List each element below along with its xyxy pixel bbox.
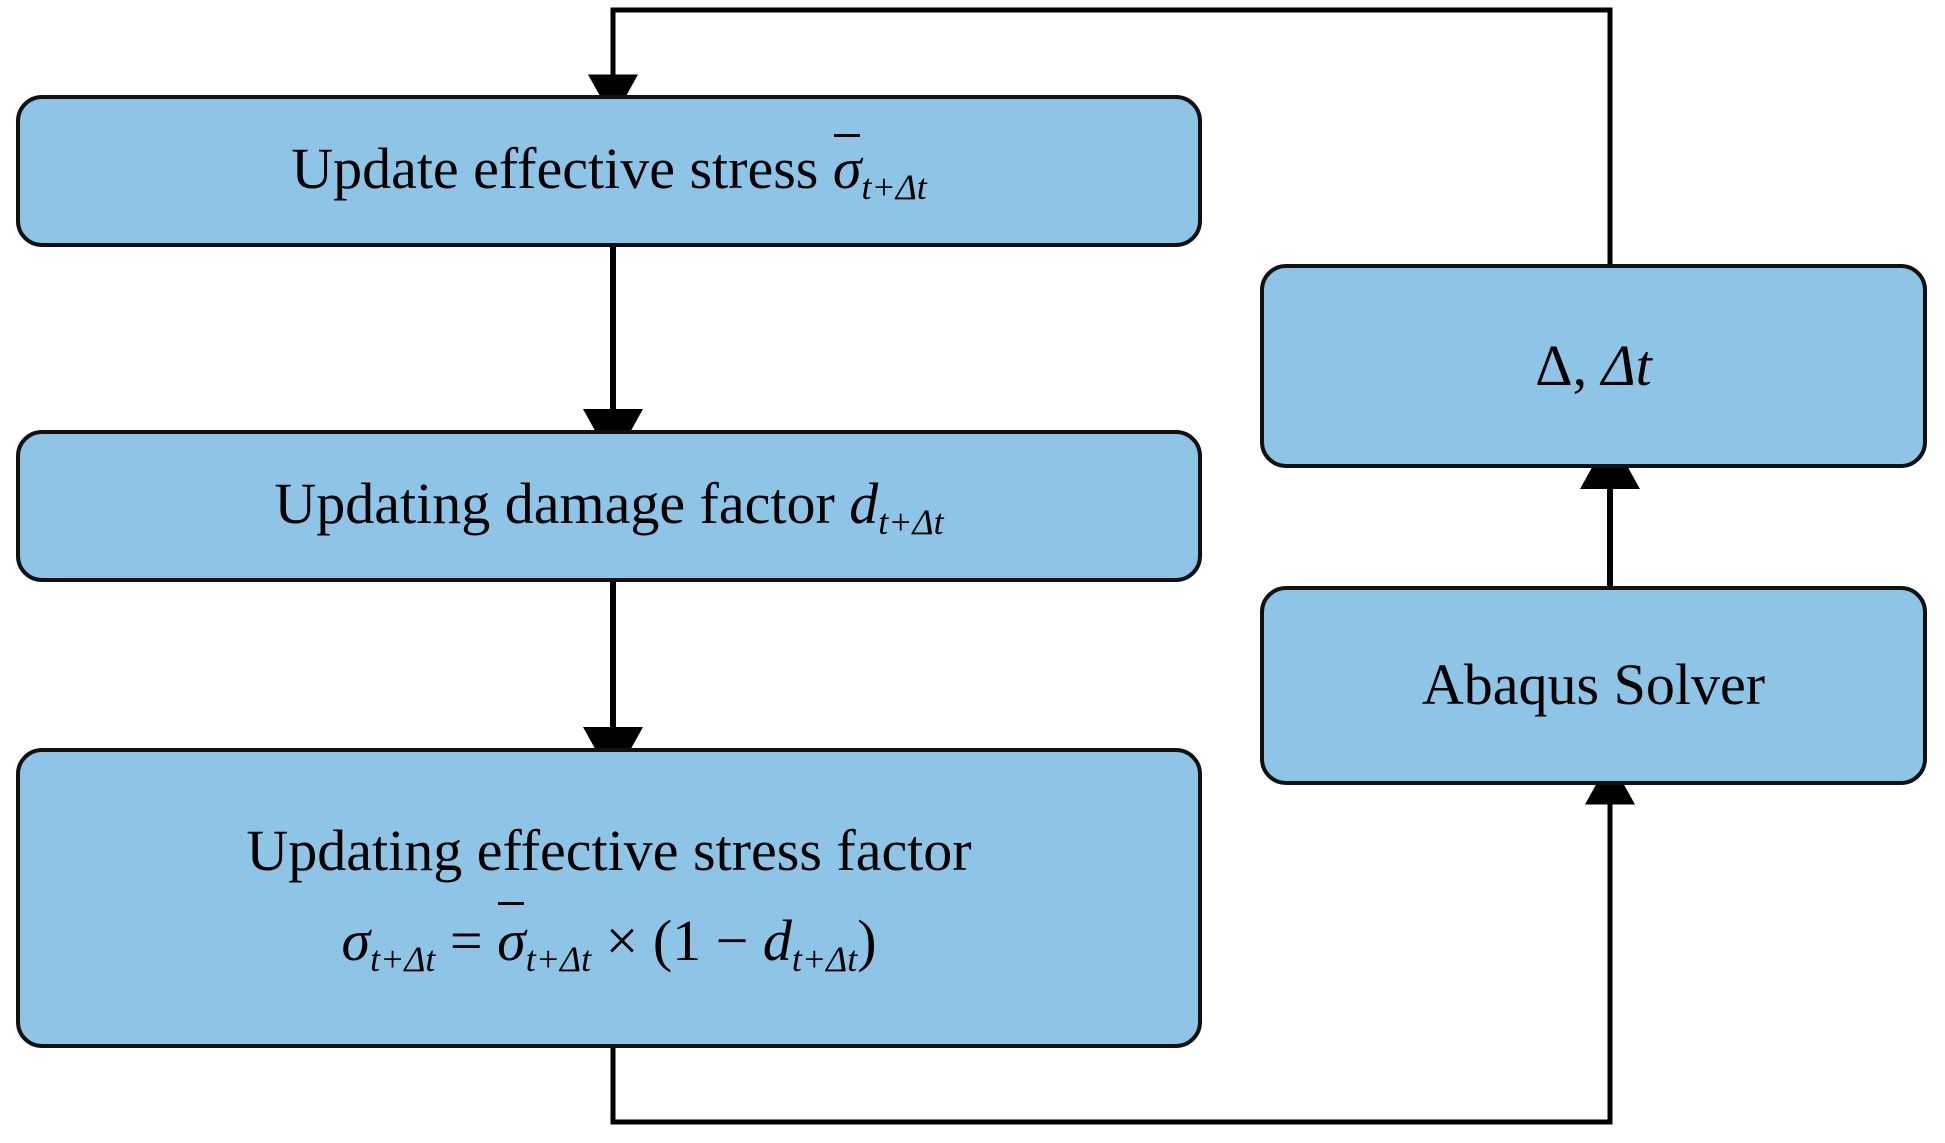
lhs-sigma: σ [341, 908, 371, 974]
comma-separator: , [1572, 332, 1588, 398]
lhs-subscript: t+Δt [370, 939, 436, 980]
equals-sign: = [449, 908, 483, 974]
times-sign: × [605, 908, 639, 974]
node-updating-effective-stress-factor[interactable]: Updating effective stress factor σt+Δt =… [16, 748, 1202, 1048]
node-text-plain: Update effective stress [291, 135, 819, 201]
close-paren: ) [857, 908, 877, 974]
damage-subscript: t+Δt [878, 501, 944, 542]
node-delta-dt[interactable]: Δ, Δt [1260, 264, 1927, 468]
node-abaqus-solver[interactable]: Abaqus Solver [1260, 586, 1927, 785]
eq-damage-subscript: t+Δt [791, 939, 858, 980]
node-text-plain: Updating damage factor [274, 470, 835, 536]
rhs-subscript: t+Δt [525, 939, 592, 980]
rhs-sigma-bar: σ [497, 901, 526, 981]
node-updating-effective-stress-factor-label: Updating effective stress factor σt+Δt =… [38, 811, 1180, 984]
node-delta-dt-label: Δ, Δt [1282, 330, 1905, 403]
damage-symbol: d [849, 470, 879, 536]
delta-t-symbol: Δt [1601, 332, 1652, 398]
node-text-plain: Updating effective stress factor [246, 818, 972, 884]
eq-damage-symbol: d [762, 908, 792, 974]
sigma-bar-symbol: σ [832, 133, 862, 201]
node-abaqus-solver-label: Abaqus Solver [1421, 652, 1766, 718]
node-updating-damage-factor[interactable]: Updating damage factor dt+Δt [16, 430, 1202, 582]
minus-sign: − [715, 908, 749, 974]
delta-symbol: Δ [1535, 332, 1573, 398]
sigma-subscript: t+Δt [861, 166, 927, 207]
overbar [833, 133, 860, 137]
node-updating-damage-factor-label: Updating damage factor dt+Δt [38, 468, 1180, 545]
one-literal: 1 [672, 908, 702, 974]
overbar [498, 902, 525, 906]
open-paren: ( [652, 908, 673, 974]
